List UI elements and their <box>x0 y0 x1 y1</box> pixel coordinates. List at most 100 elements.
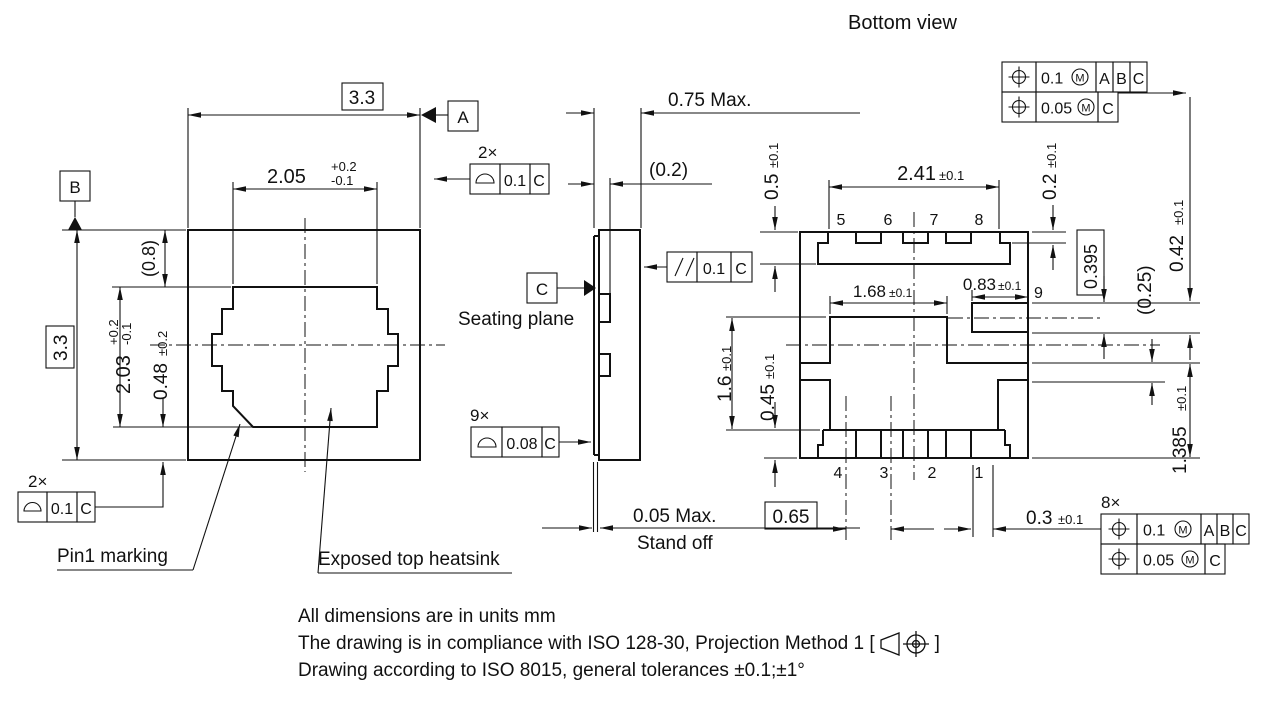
dim-pad-width: 2.05 +0.2 -0.1 <box>232 159 378 284</box>
dim-lead-depth-value: 0.2 <box>1040 174 1061 200</box>
dim-pin9-length-tol: ±0.1 <box>998 279 1022 293</box>
exposed-heatsink-outline <box>211 286 399 428</box>
fcf-bottom-row1-mod: M <box>1178 525 1187 537</box>
pin-label-9: 9 <box>1034 285 1043 302</box>
position-symbol-icon <box>1008 96 1030 118</box>
dim-pin9-length-value: 0.83 <box>963 275 996 294</box>
dim-pin9-offset: 0.395 <box>1076 229 1107 359</box>
dim-pin9-offset-text: 0.395 <box>1081 244 1101 289</box>
pin-label-1: 1 <box>975 465 984 482</box>
dim-lead: (0.2) <box>568 160 712 293</box>
fcf-profile-top-datum: C <box>533 173 545 190</box>
dim-thickness-text: 0.75 Max. <box>668 90 751 111</box>
dim-top-bar-value: 0.5 <box>762 174 783 200</box>
m-modifier-icon: M <box>1071 68 1089 86</box>
fcf-position-top: 0.1 M A B C 0.05 M C <box>1001 61 1186 123</box>
fcf-bottom-row1-datum1: A <box>1204 523 1215 540</box>
fcf-profile-leads-qty: 9× <box>470 406 489 425</box>
datum-triangle-icon <box>584 280 596 296</box>
dim-pad-width-upper-tol: +0.2 <box>331 159 357 174</box>
dim-lead-span-value: 2.41 <box>897 163 936 185</box>
dim-arm-offset: 1.385 ±0.1 <box>1170 364 1193 474</box>
dim-pad-width-bottom: 1.68 ±0.1 <box>829 282 948 314</box>
fcf-top-row1-datum2: B <box>1116 71 1127 88</box>
dim-lead-span: 2.41 ±0.1 <box>828 163 1000 229</box>
fcf-profile-top-qty: 2× <box>478 143 497 162</box>
pin-label-5: 5 <box>837 212 846 229</box>
dim-pad-width-lower-tol: -0.1 <box>331 173 353 188</box>
m-modifier-icon: M <box>1181 550 1199 568</box>
dim-pin9-width: 0.42 ±0.1 <box>1167 97 1193 360</box>
dim-body-height: 3.3 <box>45 230 80 460</box>
side-view: 0.75 Max. (0.2) 0.1 C C <box>458 90 860 554</box>
dim-pin9-width-value: 0.42 <box>1167 235 1188 272</box>
dim-standoff: 0.05 Max. Stand off <box>542 506 860 554</box>
datum-c-label: C <box>536 280 548 299</box>
note-line-2-text: The drawing is in compliance with ISO 12… <box>298 633 875 654</box>
bottom-view: 5 6 7 8 4 3 2 1 9 2.41 ±0.1 0.5 ±0.1 <box>715 61 1250 575</box>
dim-pin9-length: 0.83 ±0.1 <box>963 275 1028 301</box>
projection-symbol-icon <box>879 630 929 657</box>
dim-lead-depth-tol: ±0.1 <box>1044 143 1059 168</box>
fcf-bottom-row2-datum1: C <box>1209 553 1221 570</box>
dim-pad-bottom-gap-tol: ±0.2 <box>155 331 170 356</box>
fcf-bottom-row1-tol: 0.1 <box>1143 523 1165 540</box>
lead-bump-lower <box>599 353 611 377</box>
note-line-2: The drawing is in compliance with ISO 12… <box>298 630 940 657</box>
top-view: 3.3 A 2.05 +0.2 -0.1 2× 0.1 C <box>17 82 550 574</box>
fcf-profile-bottom: 2× 0.1 C <box>17 462 166 523</box>
standoff-label: Stand off <box>637 533 713 554</box>
fcf-profile-top-tol: 0.1 <box>504 173 526 190</box>
fcf-profile-bottom-datum: C <box>80 501 92 518</box>
fcf-bottom-row1-datum2: B <box>1220 523 1231 540</box>
fcf-top-row1-mod: M <box>1075 73 1084 85</box>
fcf-parallelism: 0.1 C <box>644 251 753 283</box>
parallel-symbol-icon <box>674 257 695 277</box>
pin-label-8: 8 <box>975 212 984 229</box>
dim-lead-text: (0.2) <box>649 160 688 181</box>
datum-triangle-icon <box>68 217 82 230</box>
note-line-2-close: ] <box>934 633 940 654</box>
dim-lead-depth: 0.2 ±0.1 <box>1012 143 1066 270</box>
dim-pad-width-value: 2.05 <box>267 166 306 188</box>
dim-pad-bottom-gap-value: 0.45 <box>758 384 779 421</box>
pin-label-7: 7 <box>930 212 939 229</box>
pin1-marking-label: Pin1 marking <box>57 546 168 567</box>
dim-arm-offset-value: 1.385 <box>1170 426 1191 474</box>
dim-pad-height-lower-tol: -0.1 <box>119 323 134 345</box>
dim-lead-span-tol: ±0.1 <box>939 168 964 183</box>
datum-b: B <box>59 170 186 461</box>
position-symbol-icon <box>1108 548 1130 570</box>
datum-c: C Seating plane <box>458 272 596 330</box>
dim-top-bar-tol: ±0.1 <box>766 143 781 168</box>
pin-label-2: 2 <box>928 465 937 482</box>
dim-pitch: 0.65 <box>764 501 934 532</box>
note-line-3: Drawing according to ISO 8015, general t… <box>298 660 805 681</box>
pin9-outline <box>971 302 1028 333</box>
dim-pad-bottom-gap: 0.48 ±0.2 <box>151 331 172 427</box>
fcf-profile-bottom-qty: 2× <box>28 472 47 491</box>
heatsink-label: Exposed top heatsink <box>318 549 500 570</box>
fcf-profile-leads: 9× 0.08 C <box>470 406 591 458</box>
dim-pad-width-tol: ±0.1 <box>889 286 913 300</box>
dim-pitch-text: 0.65 <box>773 507 810 528</box>
dim-pin1-edge-tol: ±0.1 <box>1058 512 1083 527</box>
fcf-position-bottom: 8× 0.1 M A B C <box>1100 493 1250 575</box>
dim-body-width-text: 3.3 <box>349 88 375 109</box>
m-modifier-icon: M <box>1174 520 1192 538</box>
fcf-profile-bottom-tol: 0.1 <box>51 501 73 518</box>
dim-pad-width-value: 1.68 <box>853 282 886 301</box>
dim-pin1-edge: 0.3 ±0.1 <box>944 465 1101 537</box>
dim-pad-bottom-gap-tol: ±0.1 <box>762 354 777 379</box>
dim-pad-height-tol: ±0.1 <box>719 346 734 371</box>
datum-triangle-icon <box>421 107 436 123</box>
note-line-1: All dimensions are in units mm <box>298 606 556 627</box>
dim-arm-gap: (0.25) <box>1135 265 1156 405</box>
heatsink-callout: Exposed top heatsink <box>317 407 512 574</box>
m-modifier-icon: M <box>1077 98 1095 116</box>
profile-symbol-icon <box>23 502 42 512</box>
dim-top-bar: 0.5 ±0.1 <box>760 143 816 292</box>
datum-a-label: A <box>457 108 469 127</box>
position-symbol-icon <box>1108 518 1130 540</box>
fcf-top-row2-datum1: C <box>1102 101 1114 118</box>
